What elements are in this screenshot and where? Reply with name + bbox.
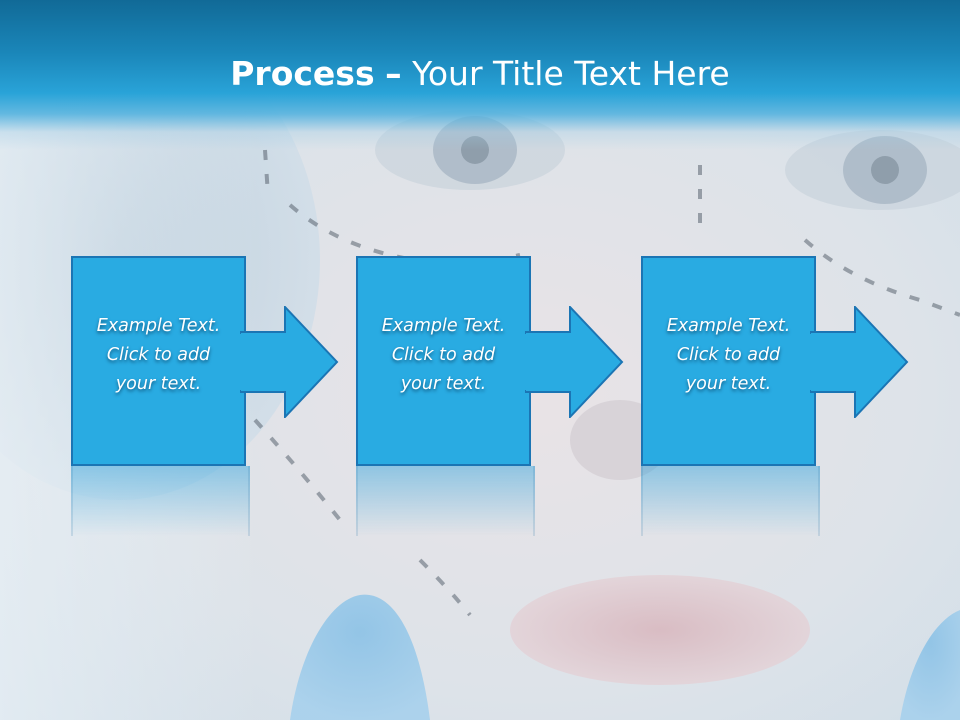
step-text-line-1: Example Text. [381, 316, 506, 336]
process-step-3[interactable]: Example Text. Click to add your text. [641, 256, 816, 466]
step-text-line-3: your text. [685, 374, 772, 394]
step-text-line-2: Click to add [676, 345, 781, 365]
arrow-2-icon [525, 306, 624, 418]
title-bold: Process [230, 54, 375, 93]
step-text-line-2: Click to add [391, 345, 496, 365]
title-text: Your Title Text Here [412, 54, 730, 93]
step-text-line-3: your text. [400, 374, 487, 394]
step-text-line-3: your text. [115, 374, 202, 394]
step-1-reflection [71, 466, 250, 536]
arrow-1-icon [240, 306, 339, 418]
arrow-3-icon [810, 306, 909, 418]
step-text[interactable]: Example Text. Click to add your text. [71, 312, 246, 399]
step-text-line-2: Click to add [106, 345, 211, 365]
step-text[interactable]: Example Text. Click to add your text. [356, 312, 531, 399]
step-3-reflection [641, 466, 820, 536]
step-text-line-1: Example Text. [666, 316, 791, 336]
step-text-line-1: Example Text. [96, 316, 221, 336]
slide-title[interactable]: Process – Your Title Text Here [0, 50, 960, 98]
step-box [71, 256, 246, 466]
step-text[interactable]: Example Text. Click to add your text. [641, 312, 816, 399]
step-box [641, 256, 816, 466]
title-dash: – [385, 54, 402, 93]
title-bar [0, 0, 960, 150]
process-step-2[interactable]: Example Text. Click to add your text. [356, 256, 531, 466]
step-2-reflection [356, 466, 535, 536]
process-step-1[interactable]: Example Text. Click to add your text. [71, 256, 246, 466]
